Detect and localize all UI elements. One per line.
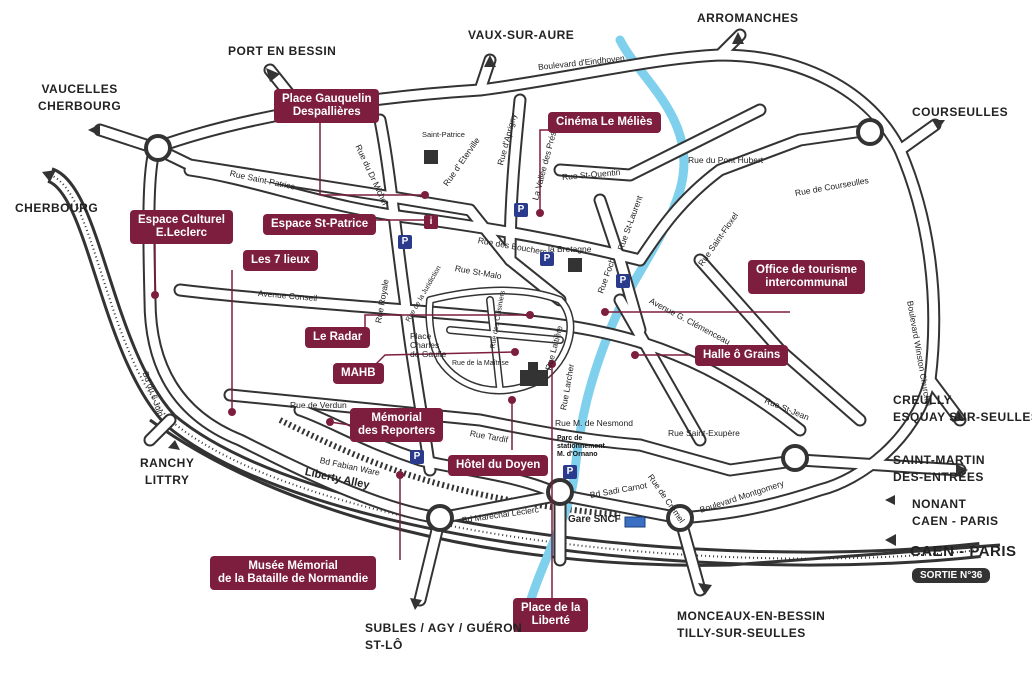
dest-caen-paris: CAEN - PARIS <box>910 543 1017 560</box>
roads <box>93 28 967 607</box>
gare-sncf-label: Gare SNCF <box>568 514 621 525</box>
arrow-caen-icon <box>885 534 896 546</box>
street-mathilde: Rue de la Maîtrise <box>452 360 509 367</box>
info-marker[interactable]: i <box>424 215 438 229</box>
poi-halle-o-grains[interactable]: Halle ô Grains <box>695 345 789 366</box>
leader-dots <box>151 191 639 479</box>
street-nesmond: Rue M. de Nesmond <box>555 418 633 428</box>
arrow-monceaux-icon <box>698 583 712 595</box>
street-bretagne: la Bretagne <box>548 244 592 254</box>
street-charles: Place Charles de Gaulle <box>410 331 447 359</box>
train-icon <box>624 516 646 528</box>
parking-marker[interactable]: P <box>514 203 528 217</box>
parking-marker[interactable]: P <box>616 274 630 288</box>
dest-port-en-bessin: PORT EN BESSIN <box>228 44 337 58</box>
dest-courseulles: COURSEULLES <box>912 105 1009 119</box>
street-verdun: Rue de Verdun <box>290 400 347 410</box>
poi-hotel-du-doyen[interactable]: Hôtel du Doyen <box>448 455 549 476</box>
direction-arrows <box>42 32 968 610</box>
poi-espace-st-patrice[interactable]: Espace St-Patrice <box>263 214 377 235</box>
cathedral-icon <box>520 362 548 386</box>
dest-vaux-sur-aure: VAUX-SUR-AURE <box>468 28 575 42</box>
church-icon <box>424 150 582 272</box>
arrow-creully-icon <box>952 410 965 422</box>
arrow-vaucelles-icon <box>88 124 100 136</box>
roundabouts <box>144 118 884 532</box>
poi-le-radar[interactable]: Le Radar <box>305 327 371 348</box>
sortie-badge: SORTIE N°36 <box>912 568 991 583</box>
arrow-ranchy-icon <box>168 440 180 450</box>
street-pont-hubert: Rue du Pont Hubert <box>688 155 764 165</box>
leader-lines <box>154 120 790 600</box>
arrow-subles-icon <box>410 598 422 610</box>
parking-marker[interactable]: P <box>410 450 424 464</box>
arrow-nonant-icon <box>885 495 895 505</box>
arrow-port-icon <box>266 68 280 82</box>
dest-arromanches: ARROMANCHES <box>697 11 799 25</box>
poi-les-7-lieux[interactable]: Les 7 lieux <box>243 250 318 271</box>
arrow-cherbourg-icon <box>42 170 56 182</box>
poi-mahb[interactable]: MAHB <box>333 363 384 384</box>
dest-cherbourg: CHERBOURG <box>15 201 99 215</box>
arrow-courseulles-icon <box>932 120 945 130</box>
parking-marker[interactable]: P <box>563 465 577 479</box>
arrow-vaux-icon <box>484 55 496 67</box>
parking-marker[interactable]: P <box>540 252 554 266</box>
arrow-arromanches-icon <box>732 32 744 44</box>
street-stpatrice-church: Saint-Patrice <box>422 130 465 139</box>
street-stexupery: Rue Saint-Exupère <box>668 428 740 438</box>
parking-marker[interactable]: P <box>398 235 412 249</box>
arrow-stmartin-icon <box>956 464 968 476</box>
poi-cinema-melies[interactable]: Cinéma Le Méliès <box>548 112 661 133</box>
